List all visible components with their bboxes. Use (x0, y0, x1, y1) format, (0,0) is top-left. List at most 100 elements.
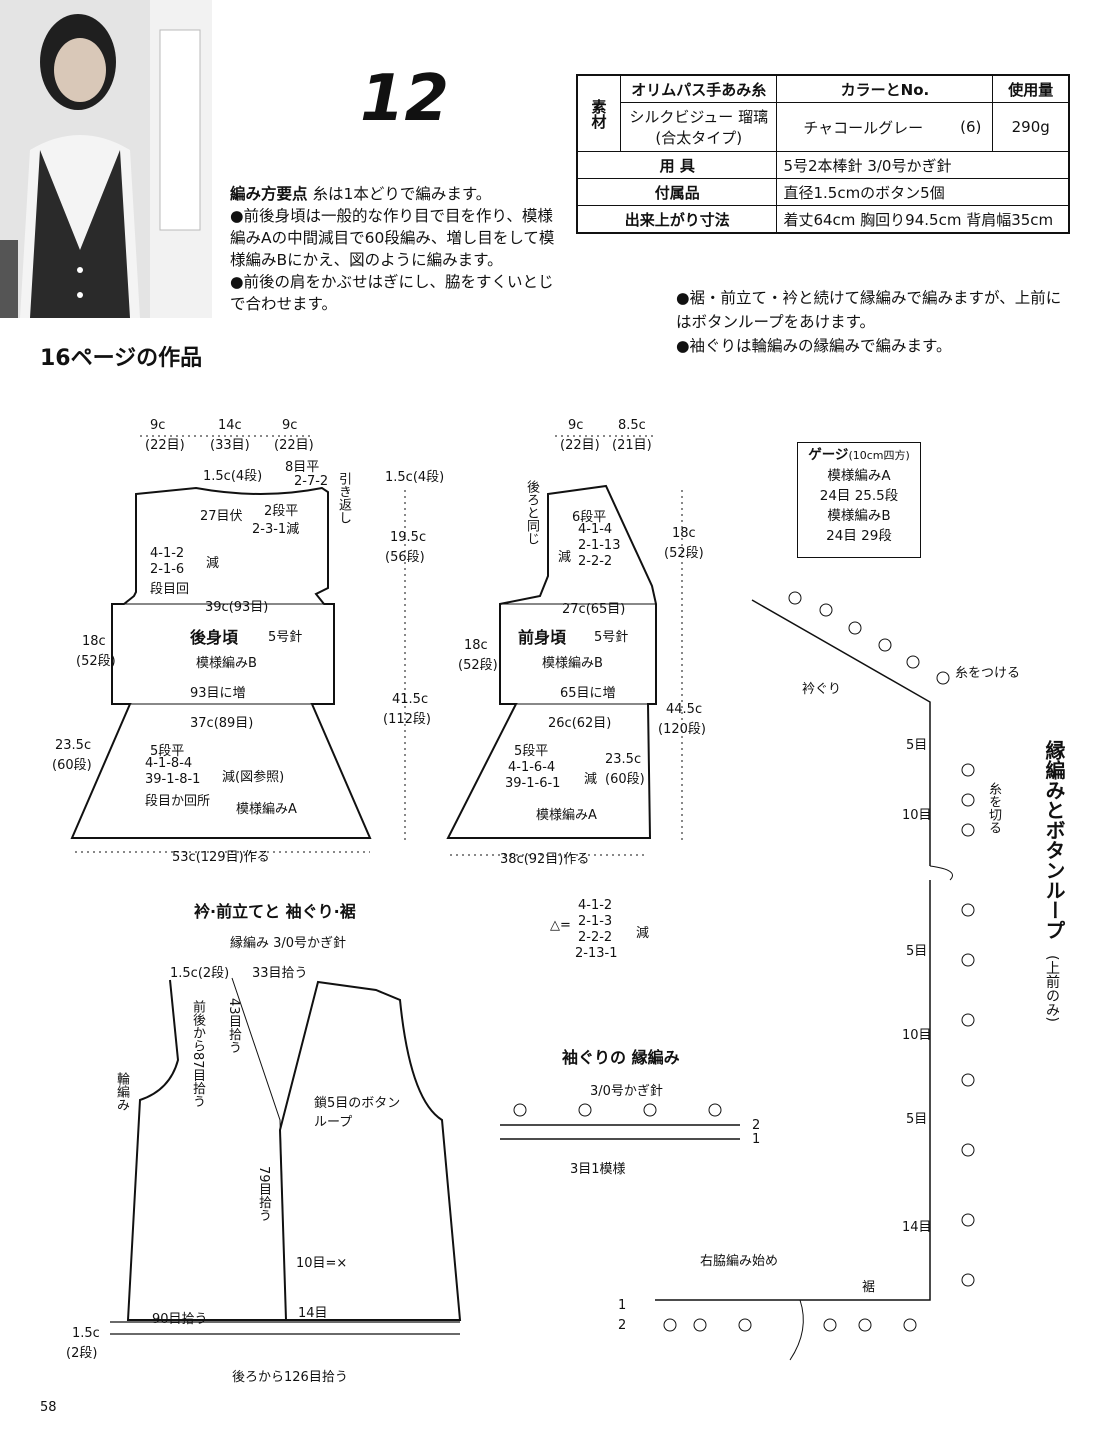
back-skirt-width: 37c(89目) (190, 716, 254, 731)
materials-row-header: 素材 (576, 74, 621, 152)
color-header: カラーとNo. (776, 74, 994, 103)
back-a-rows: (60段) (52, 758, 92, 773)
back-total-height: 41.5c (392, 692, 429, 707)
instructions: 編み方要点 糸は1本どりで編みます。 ●前後身頃は一般的な作り目で目を作り、模様… (230, 183, 560, 315)
instructions-line-3: ●前後の肩をかぶせはぎにし、脇をすくいとじで合わせます。 (230, 273, 554, 313)
yarn-name-cell: シルクビジュー 瑠璃 (合太タイプ) (619, 102, 778, 152)
back-pattern-a: 模様編みA (236, 802, 297, 817)
edging-bottom-height: 1.5c (72, 1326, 100, 1341)
front-top-stitch-right: (21目) (612, 438, 652, 453)
edging-bottom-rows: (2段) (66, 1346, 98, 1361)
armhole-edging-title: 袖ぐりの 縁編み (562, 1048, 680, 1067)
edging-subtitle: 縁編み 3/0号かぎ針 (230, 936, 347, 951)
back-armhole-rows: (56段) (385, 550, 425, 565)
triangle-symbol: △= (550, 918, 571, 933)
front-top-width-left: 9c (568, 418, 584, 433)
back-top-stitch-left: (22目) (145, 438, 185, 453)
back-top-width-left: 9c (150, 418, 166, 433)
color-number: (6) (949, 102, 994, 152)
back-increase: 93目に増 (190, 686, 246, 701)
yarn-name: シルクビジュー 瑠璃 (629, 108, 769, 126)
edging-pick-126: 後ろから126目拾う (232, 1370, 348, 1385)
front-side-dec-c: 39-1-6-1 (505, 776, 561, 791)
loop-chart-title: 縁編みとボタンループ (1042, 740, 1066, 940)
back-armhole-height: 19.5c (390, 530, 427, 545)
front-a-rows: (60段) (605, 772, 645, 787)
loop-chart-row-1: 1 (618, 1298, 627, 1313)
instructions-text-1: 糸は1本どりで編みます。 (312, 185, 492, 203)
gauge-b-name: 模様編みB (827, 508, 891, 524)
pattern-number: 12 (360, 62, 450, 136)
front-top-stitch-left: (22目) (560, 438, 600, 453)
gauge-title-row: ゲージ(10cm四方) (798, 445, 920, 466)
gauge-a-name: 模様編みA (827, 468, 891, 484)
front-needle: 5号針 (594, 630, 629, 645)
front-neck-dec-b: 2-1-13 (578, 538, 621, 553)
yarn-type: (合太タイプ) (655, 129, 743, 147)
gauge-a-value: 24目 25.5段 (819, 488, 899, 504)
back-side-dec-d: 段目か回所 (145, 794, 211, 809)
front-neck-height: 18c (672, 526, 696, 541)
triangle-dec-label: 減 (636, 926, 650, 941)
edging-pick-43: 43目拾う (226, 998, 241, 1054)
notes-line-1: ●裾・前立て・衿と続けて縁編みで編みますが、上前にはボタンループをあけます。 (676, 289, 1062, 331)
edging-button-loop: 鎖5目のボタンループ (314, 1096, 401, 1130)
front-skirt-width: 26c(62目) (548, 716, 612, 731)
tools-label: 用 具 (576, 151, 778, 179)
loop-chart-gap-14: 14目 (902, 1220, 932, 1235)
back-side-dec-c: 39-1-8-1 (145, 772, 201, 787)
back-neck-height-side: 1.5c(4段) (385, 470, 445, 485)
front-a-height: 23.5c (605, 752, 642, 767)
front-same-as-back: 後ろと同じ (524, 480, 539, 545)
back-yoke-width: 39c(93目) (205, 600, 269, 615)
back-arm-dec-a: 4-1-2 (150, 546, 185, 561)
back-needle: 5号針 (268, 630, 303, 645)
front-pattern-a: 模様編みA (536, 808, 597, 823)
armhole-row-1: 1 (752, 1132, 761, 1147)
edging-pick-90: 90目拾う (152, 1312, 208, 1327)
back-neck-dec-a: 2段平 (264, 504, 299, 519)
triangle-dec-a: 4-1-2 (578, 898, 613, 913)
back-arm-dec-label: 減 (206, 556, 220, 571)
front-increase: 65目に増 (560, 686, 616, 701)
edging-pick-front-back: 前後から87目拾う (190, 1000, 205, 1108)
loop-chart-row-2: 2 (618, 1318, 627, 1333)
back-top-width-right: 9c (282, 418, 298, 433)
back-top-stitch-right: (22目) (274, 438, 314, 453)
loop-chart-gap-5b: 5目 (906, 944, 928, 959)
back-side-dec-a: 5段平 (150, 744, 185, 759)
armhole-row-2: 2 (752, 1118, 761, 1133)
loop-chart-start: 右脇編み始め (700, 1254, 779, 1269)
instructions-title: 編み方要点 (230, 185, 308, 203)
loop-chart-subtitle: (上前のみ) (1044, 955, 1060, 1022)
back-arm-dec-b: 2-1-6 (150, 562, 185, 577)
model-photo (0, 0, 212, 318)
edging-title: 衿·前立てと 袖ぐり·裾 (194, 902, 356, 921)
accessories-value: 直径1.5cmのボタン5個 (776, 178, 1070, 206)
back-b-height: 18c (82, 634, 106, 649)
front-neck-flat: 6段平 (572, 510, 607, 525)
gauge-b-value: 24目 29段 (826, 528, 892, 544)
front-side-dec-label: 減 (584, 772, 598, 787)
edging-round-knit: 輪編み (114, 1072, 129, 1111)
back-cast-on: 53c(129目)作る (172, 850, 270, 865)
back-top-stitch-center: (33目) (210, 438, 250, 453)
loop-chart-gap-10b: 10目 (902, 1028, 932, 1043)
front-total-rows: (120段) (658, 722, 706, 737)
back-side-dec-b: 4-1-8-4 (145, 756, 193, 771)
tools-value: 5号2本棒針 3/0号かぎ針 (776, 151, 1070, 179)
back-pattern-b: 模様編みB (196, 656, 257, 671)
loop-chart-cut-yarn: 糸を切る (986, 782, 1001, 834)
back-neck-bind: 27目伏 (200, 509, 243, 524)
instructions-line-1: 編み方要点 糸は1本どりで編みます。 (230, 183, 560, 205)
instructions-line-2: ●前後身頃は一般的な作り目で目を作り、模様編みAの中間減目で60段編み、増し目を… (230, 207, 555, 269)
notes-line-2: ●袖ぐりは輪編みの縁編みで編みます。 (676, 337, 952, 355)
edging-pick-79: 79目拾う (256, 1166, 271, 1222)
back-side-dec-label: 減(図参照) (222, 770, 285, 785)
back-shoulder-rows: 2-7-2 (294, 474, 329, 489)
front-yoke-width: 27c(65目) (562, 602, 626, 617)
photo-caption: 16ページの作品 (40, 346, 203, 371)
back-neck-height: 1.5c(4段) (203, 469, 263, 484)
back-shoulder-flat: 8目平 (285, 460, 320, 475)
back-arm-dec-c: 段目回 (150, 582, 190, 597)
